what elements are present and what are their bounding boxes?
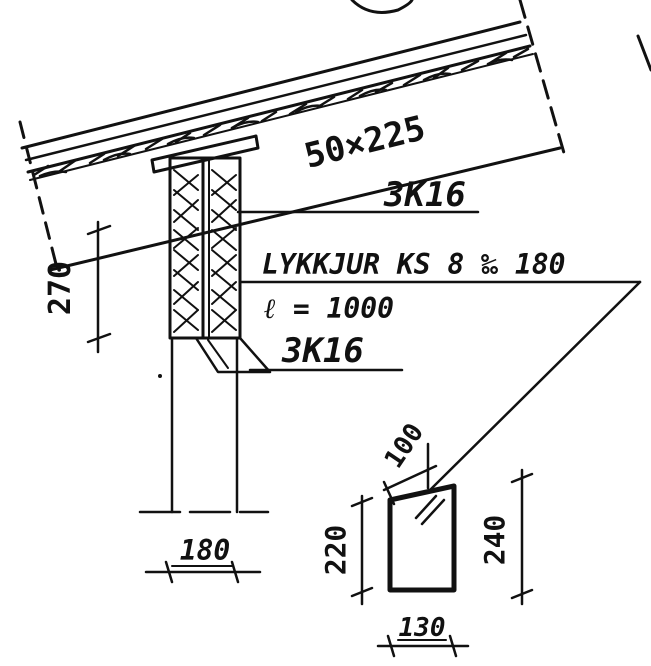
detail-bottom-label: 130 — [399, 613, 446, 643]
detail-right-dimension — [510, 468, 534, 606]
length-label: ℓ = 1000 — [263, 292, 394, 325]
detail-bottom-dimension — [376, 634, 470, 658]
detail-top-label: 100 — [379, 418, 430, 474]
detail-top-dimension — [382, 442, 438, 506]
post — [138, 156, 272, 514]
detail-right-label: 240 — [478, 515, 511, 566]
detail-left-label: 220 — [319, 525, 352, 576]
post-height-label: 270 — [43, 261, 78, 315]
nail-label-upper: 3K16 — [383, 175, 466, 215]
roof-rafter — [18, 0, 651, 274]
post-width-dimension — [144, 560, 262, 584]
nail-label-lower: 3K16 — [281, 331, 364, 371]
detail-left-dimension — [350, 494, 374, 606]
bracket-label: LYKKJUR KS 8 ‰ 180 — [262, 248, 565, 281]
insulation-hatch — [32, 47, 530, 178]
rafter-size-label: 50×225 — [301, 108, 430, 177]
leader-lines — [236, 210, 642, 492]
bracket-section-detail — [387, 483, 457, 593]
ink-dot — [158, 374, 162, 378]
post-height-dimension — [86, 220, 112, 354]
post-width-label: 180 — [180, 534, 231, 567]
detail-callout-circle — [350, 0, 414, 14]
top-plate — [150, 134, 260, 174]
